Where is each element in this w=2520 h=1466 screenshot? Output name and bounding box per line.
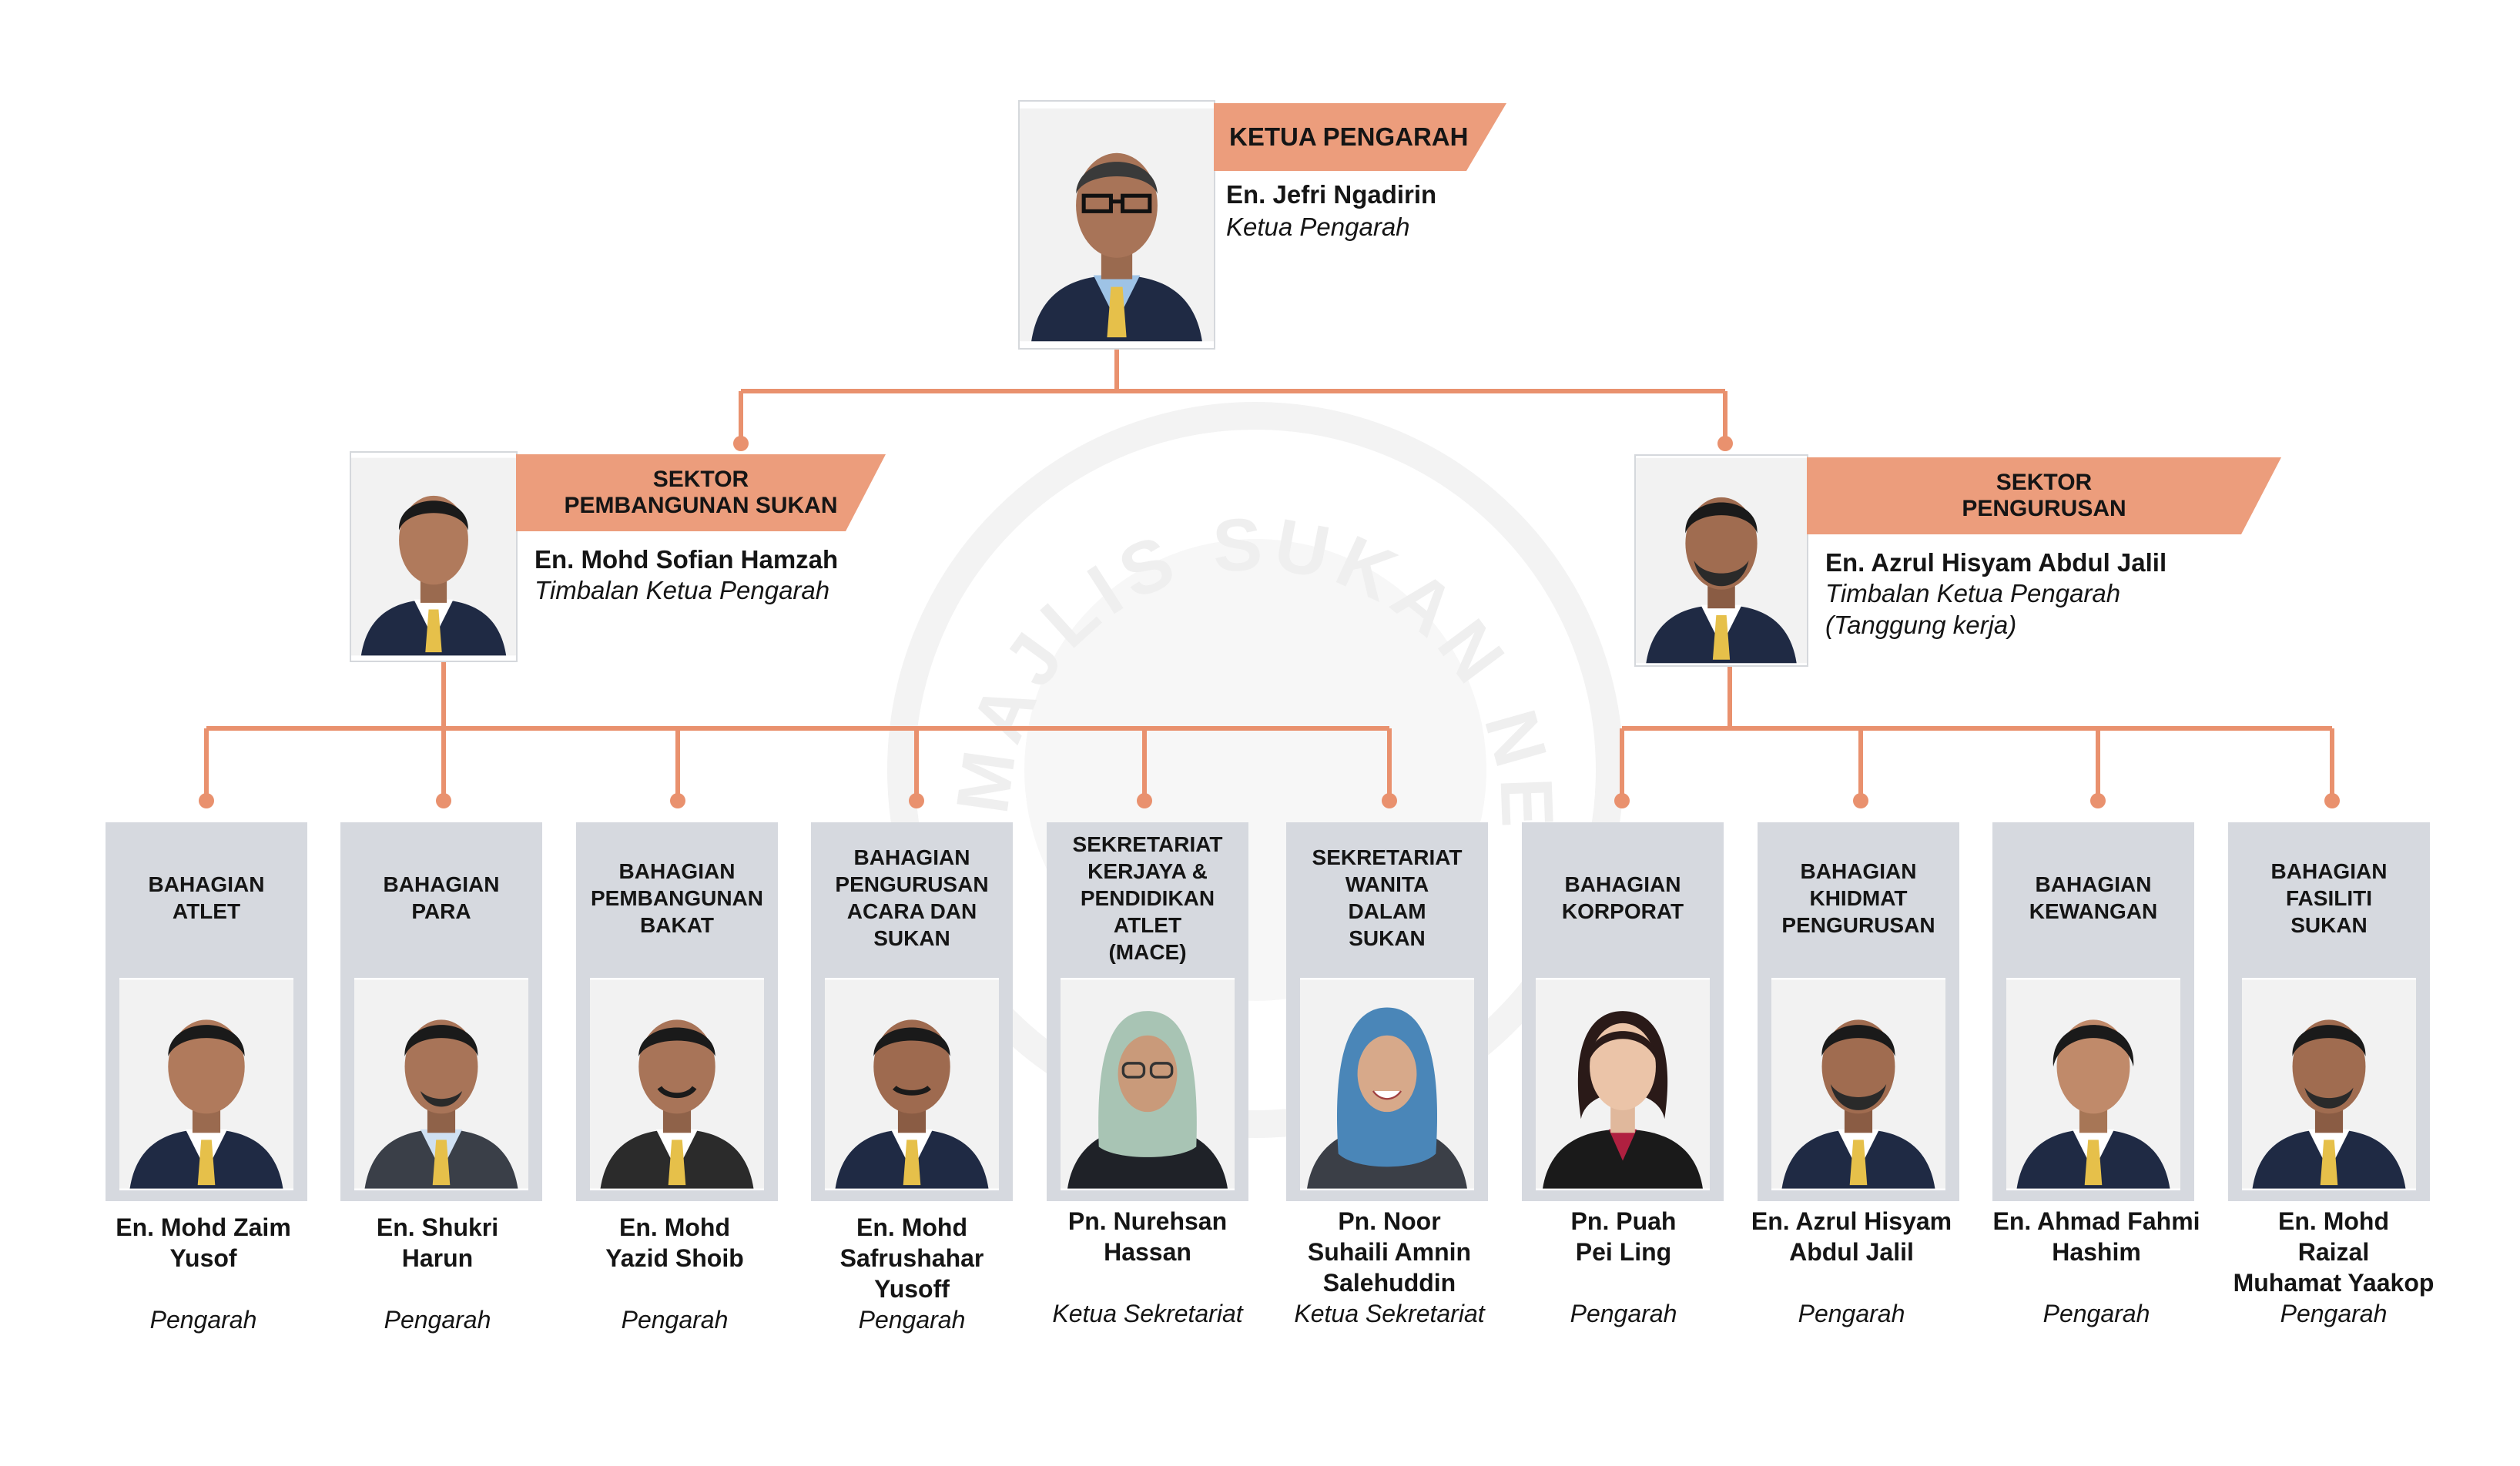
division-card-fasiliti-sukan: BAHAGIAN FASILITI SUKAN [2228,822,2430,1201]
division-leader-name: En. Shukri Harun [376,1213,499,1272]
division-card-sekretariat-wanita: SEKRETARIAT WANITA DALAM SUKAN [1286,822,1488,1201]
division-leader-role: Pengarah [2280,1300,2388,1327]
portrait-woman-hijab-icon [1061,979,1235,1189]
portrait-woman-icon [1536,979,1710,1189]
division-title: SEKRETARIAT WANITA DALAM SUKAN [1312,845,1463,950]
division-leader-role: Pengarah [149,1306,257,1334]
portrait-man-beard-icon [1771,979,1945,1189]
director-general-name: En. Jefri Ngadirin [1226,180,1437,209]
division-leader-name: En. Mohd Zaim Yusof [116,1213,291,1272]
portrait-man-icon [119,979,293,1189]
division-leader-name: Pn. Noor Suhaili Amnin Salehuddin [1307,1207,1472,1297]
division-leader-role: Ketua Sekretariat [1052,1300,1243,1327]
director-general-role: Ketua Pengarah [1226,213,1410,241]
sector-sports-development-photo [351,453,516,661]
division-leader-role: Pengarah [1798,1300,1905,1327]
sector-management-photo [1636,456,1807,665]
portrait-man-icon [825,979,999,1189]
division-card-kewangan: BAHAGIAN KEWANGAN [1992,822,2194,1201]
portrait-man-icon [351,457,516,656]
division-title: BAHAGIAN KHIDMAT PENGURUSAN [1781,859,1935,937]
division-photo [825,978,999,1190]
division-photo [2242,978,2416,1190]
division-card-khidmat-pengurusan: BAHAGIAN KHIDMAT PENGURUSAN [1758,822,1959,1201]
division-leader-role: Ketua Sekretariat [1294,1300,1485,1327]
division-title: BAHAGIAN PENGURUSAN ACARA DAN SUKAN [835,845,989,950]
division-card-pembangunan-bakat: BAHAGIAN PEMBANGUNAN BAKAT [576,822,778,1201]
division-title: SEKRETARIAT KERJAYA & PENDIDIKAN ATLET (… [1072,832,1223,964]
portrait-man-beard-icon [1636,457,1807,664]
director-general-photo [1020,102,1214,348]
division-card-pengurusan-acara: BAHAGIAN PENGURUSAN ACARA DAN SUKAN [811,822,1013,1201]
portrait-man-icon [590,979,764,1189]
division-title: BAHAGIAN KEWANGAN [2029,872,2158,923]
division-leader-role: Pengarah [2042,1300,2150,1327]
division-leader-role: Pengarah [384,1306,491,1334]
division-leader-role: Pengarah [858,1306,966,1334]
division-leader-name: Pn. Puah Pei Ling [1570,1207,1677,1266]
division-photo [1536,978,1710,1190]
division-photo [590,978,764,1190]
sector-sports-development-name: En. Mohd Sofian Hamzah [534,545,839,574]
sector-management-banner: SEKTOR PENGURUSAN [1807,457,2281,534]
division-photo [119,978,293,1190]
division-card-atlet: BAHAGIAN ATLET [106,822,307,1201]
portrait-man-glasses-icon [1020,108,1214,342]
division-title: BAHAGIAN PEMBANGUNAN BAKAT [591,859,763,937]
division-title: BAHAGIAN PARA [383,872,500,923]
division-leader-name: En. Mohd Yazid Shoib [605,1213,744,1272]
division-photo [2006,978,2180,1190]
sector-management-role: Timbalan Ketua Pengarah (Tanggung kerja) [1825,579,2121,639]
division-card-para: BAHAGIAN PARA [340,822,542,1201]
portrait-woman-hijab-icon [1300,979,1474,1189]
division-card-sekretariat-mace: SEKRETARIAT KERJAYA & PENDIDIKAN ATLET (… [1047,822,1248,1201]
division-photo [1061,978,1235,1190]
division-photo [354,978,528,1190]
division-photo [1771,978,1945,1190]
sector-sports-development-banner: SEKTOR PEMBANGUNAN SUKAN [516,454,886,531]
division-title: BAHAGIAN KORPORAT [1561,872,1684,923]
division-leader-name: En. Ahmad Fahmi Hashim [1992,1207,2200,1266]
sector-management-name: En. Azrul Hisyam Abdul Jalil [1825,548,2167,577]
division-card-korporat: BAHAGIAN KORPORAT [1522,822,1724,1201]
division-leader-name: En. Azrul Hisyam Abdul Jalil [1751,1207,1952,1266]
director-general-banner: KETUA PENGARAH [1214,103,1506,171]
division-leader-name: En. Mohd Raizal Muhamat Yaakop [2233,1207,2435,1297]
sector-sports-development-role: Timbalan Ketua Pengarah [534,576,830,604]
division-photo [1300,978,1474,1190]
division-leader-role: Pengarah [621,1306,729,1334]
division-leader-role: Pengarah [1570,1300,1677,1327]
portrait-man-beard-icon [354,979,528,1189]
division-title: BAHAGIAN FASILITI SUKAN [2270,859,2388,937]
portrait-man-beard-icon [2242,979,2416,1189]
division-leader-name: En. Mohd Safrushahar Yusoff [839,1213,984,1303]
division-leader-name: Pn. Nurehsan Hassan [1067,1207,1228,1266]
portrait-man-icon [2006,979,2180,1189]
division-title: BAHAGIAN ATLET [148,872,265,923]
